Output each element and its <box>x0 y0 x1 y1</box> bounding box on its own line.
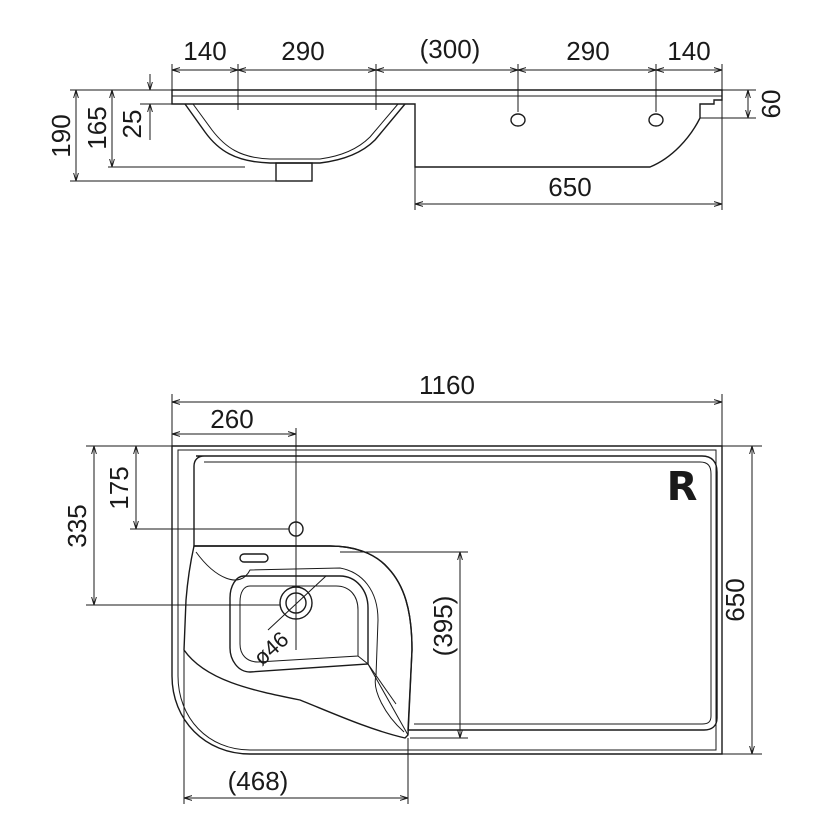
top-view: R 1160 260 175 335 650 (395) (468) <box>62 370 762 804</box>
top-view-basin-outer <box>183 545 413 739</box>
dim-side-190: 190 <box>46 114 76 157</box>
side-view-tap-hole <box>510 113 526 127</box>
dim-side-290-left: 290 <box>281 36 324 66</box>
dim-top-260: 260 <box>210 404 253 434</box>
dim-top-395: (395) <box>428 596 458 657</box>
dim-side-300: (300) <box>420 34 481 64</box>
side-view: 140 290 (300) 290 140 190 165 25 60 650 <box>46 34 786 210</box>
dim-top-650: 650 <box>720 578 750 621</box>
top-view-deck <box>193 455 718 731</box>
top-view-basin-inner <box>229 575 369 673</box>
dim-side-60: 60 <box>756 90 786 119</box>
dim-top-335: 335 <box>62 504 92 547</box>
side-mark-r: R <box>667 464 698 510</box>
dim-top-468: (468) <box>228 766 289 796</box>
dim-side-25: 25 <box>117 110 147 139</box>
dim-side-165: 165 <box>82 106 112 149</box>
dim-top-175: 175 <box>104 466 134 509</box>
dim-side-140-left: 140 <box>183 36 226 66</box>
side-view-tap-hole <box>648 113 664 127</box>
dim-side-140-right: 140 <box>667 36 710 66</box>
dim-side-290-right: 290 <box>566 36 609 66</box>
top-view-outline <box>171 445 723 755</box>
top-view-overflow <box>239 553 269 563</box>
side-view-bowl <box>184 103 406 164</box>
side-view-slab <box>171 89 723 168</box>
dim-side-650: 650 <box>548 172 591 202</box>
side-view-drain <box>275 162 313 182</box>
dim-top-drain-diameter: ø46 <box>249 626 294 670</box>
dim-top-1160: 1160 <box>419 370 475 400</box>
